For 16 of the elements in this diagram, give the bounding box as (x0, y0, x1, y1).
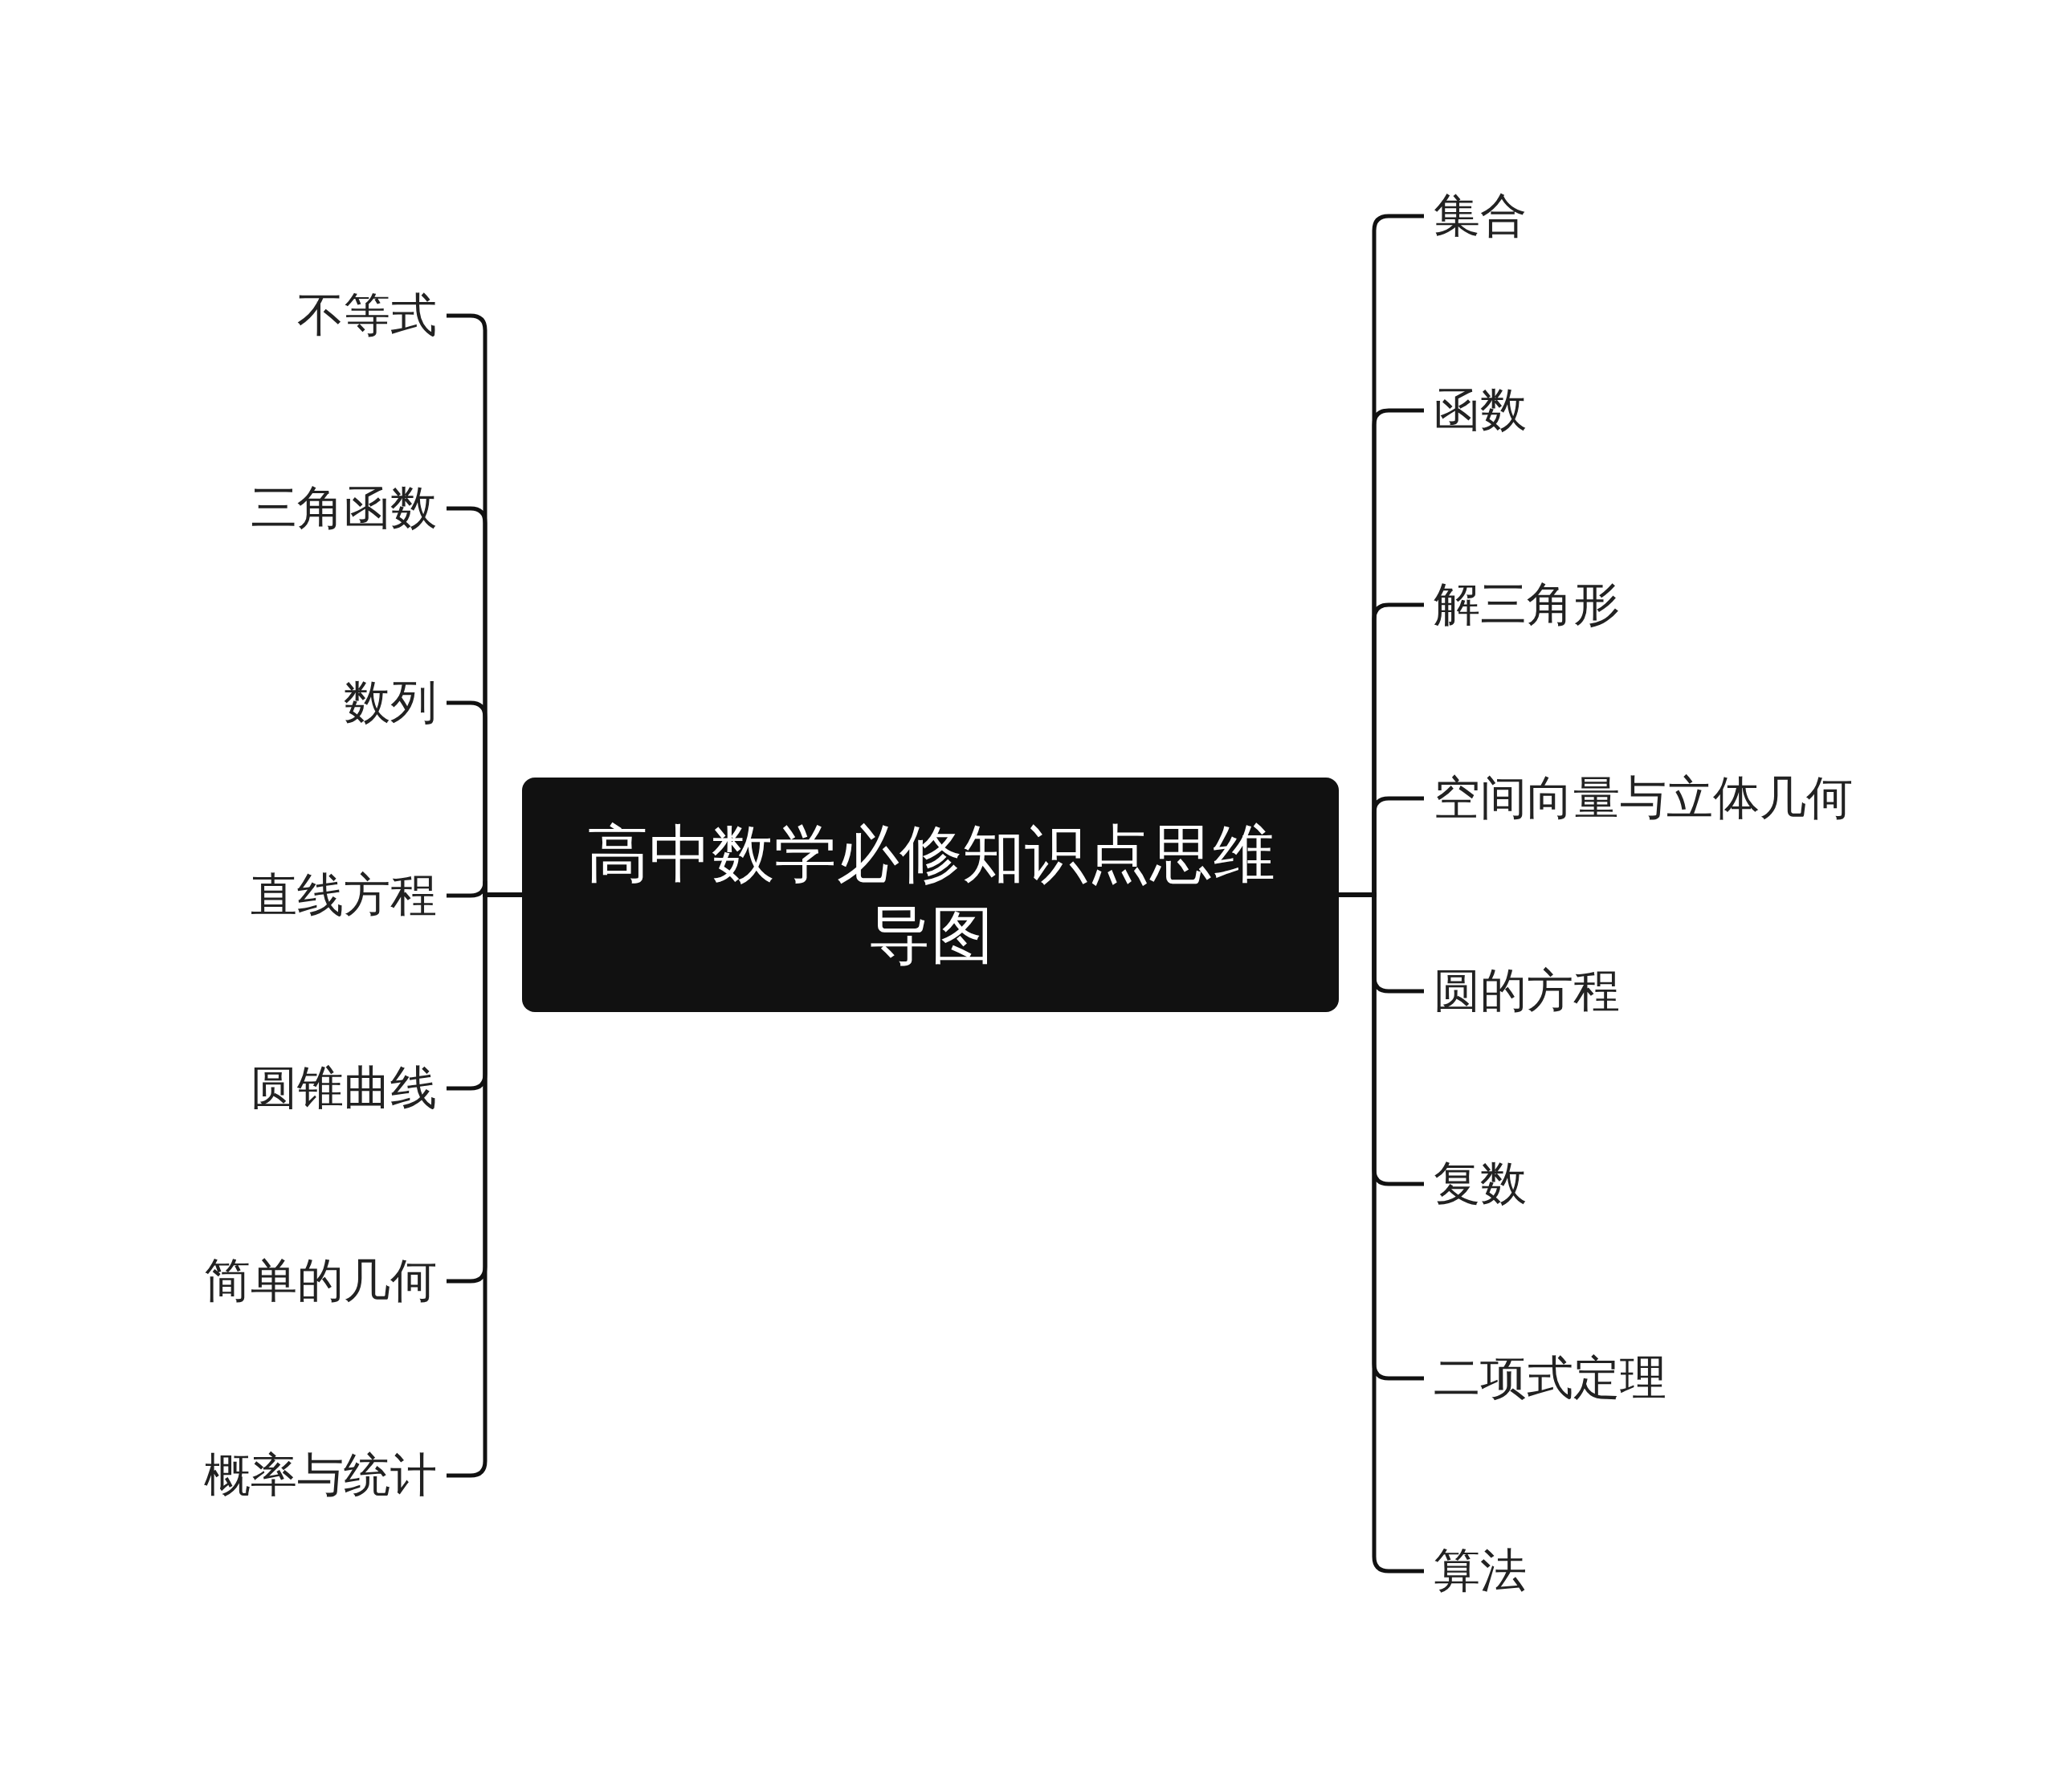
topic-label: 解三角形 (1424, 577, 1630, 633)
topic-label: 圆的方程 (1424, 963, 1630, 1019)
topic-label: 简单的几何 (194, 1253, 447, 1309)
topic-label: 概率与统计 (194, 1447, 447, 1504)
topic-label: 空间向量与立体几何 (1424, 770, 1862, 827)
topic-label: 不等式 (288, 288, 447, 344)
central-topic-box: 高中数学必修知识点思维导图 (522, 778, 1339, 1012)
topic-label: 集合 (1424, 188, 1536, 244)
topic-label: 三角函数 (241, 480, 447, 537)
topic-label: 算法 (1424, 1543, 1536, 1599)
topic-label: 函数 (1424, 382, 1536, 439)
topic-label: 复数 (1424, 1156, 1536, 1212)
topic-label: 数列 (334, 675, 447, 731)
topic-label: 直线方程 (241, 867, 447, 924)
topic-label: 二项式定理 (1424, 1350, 1676, 1406)
topic-label: 圆锥曲线 (241, 1060, 447, 1116)
